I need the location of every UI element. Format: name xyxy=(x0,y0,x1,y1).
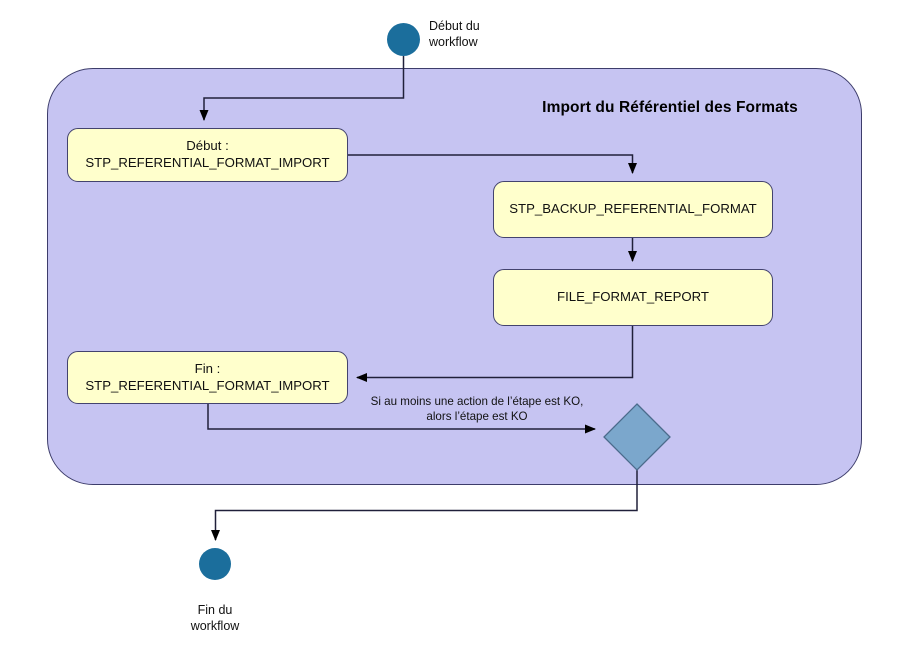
edge-fin-to-decision xyxy=(207,404,596,434)
edge-start-to-debut xyxy=(199,56,405,121)
decision-etape-ko[interactable] xyxy=(603,403,671,471)
activity-debut-stp-referential-format-import[interactable]: Début : STP_REFERENTIAL_FORMAT_IMPORT xyxy=(67,128,348,182)
start-node[interactable] xyxy=(387,23,420,56)
edge-debut-to-backup xyxy=(348,154,637,174)
activity-fin-stp-referential-format-import[interactable]: Fin : STP_REFERENTIAL_FORMAT_IMPORT xyxy=(67,351,348,404)
end-node[interactable] xyxy=(199,548,231,580)
start-node-label: Début du workflow xyxy=(429,19,480,49)
edge-report-to-fin xyxy=(356,326,634,382)
end-node-label: Fin du workflow xyxy=(190,603,240,633)
lane-title: Import du Référentiel des Formats xyxy=(542,99,798,116)
activity-file-format-report[interactable]: FILE_FORMAT_REPORT xyxy=(493,269,773,326)
activity-stp-backup-referential-format[interactable]: STP_BACKUP_REFERENTIAL_FORMAT xyxy=(493,181,773,238)
edge-condition-label: Si au moins une action de l’étape est KO… xyxy=(370,395,584,423)
edge-decision-to-end xyxy=(211,470,638,541)
